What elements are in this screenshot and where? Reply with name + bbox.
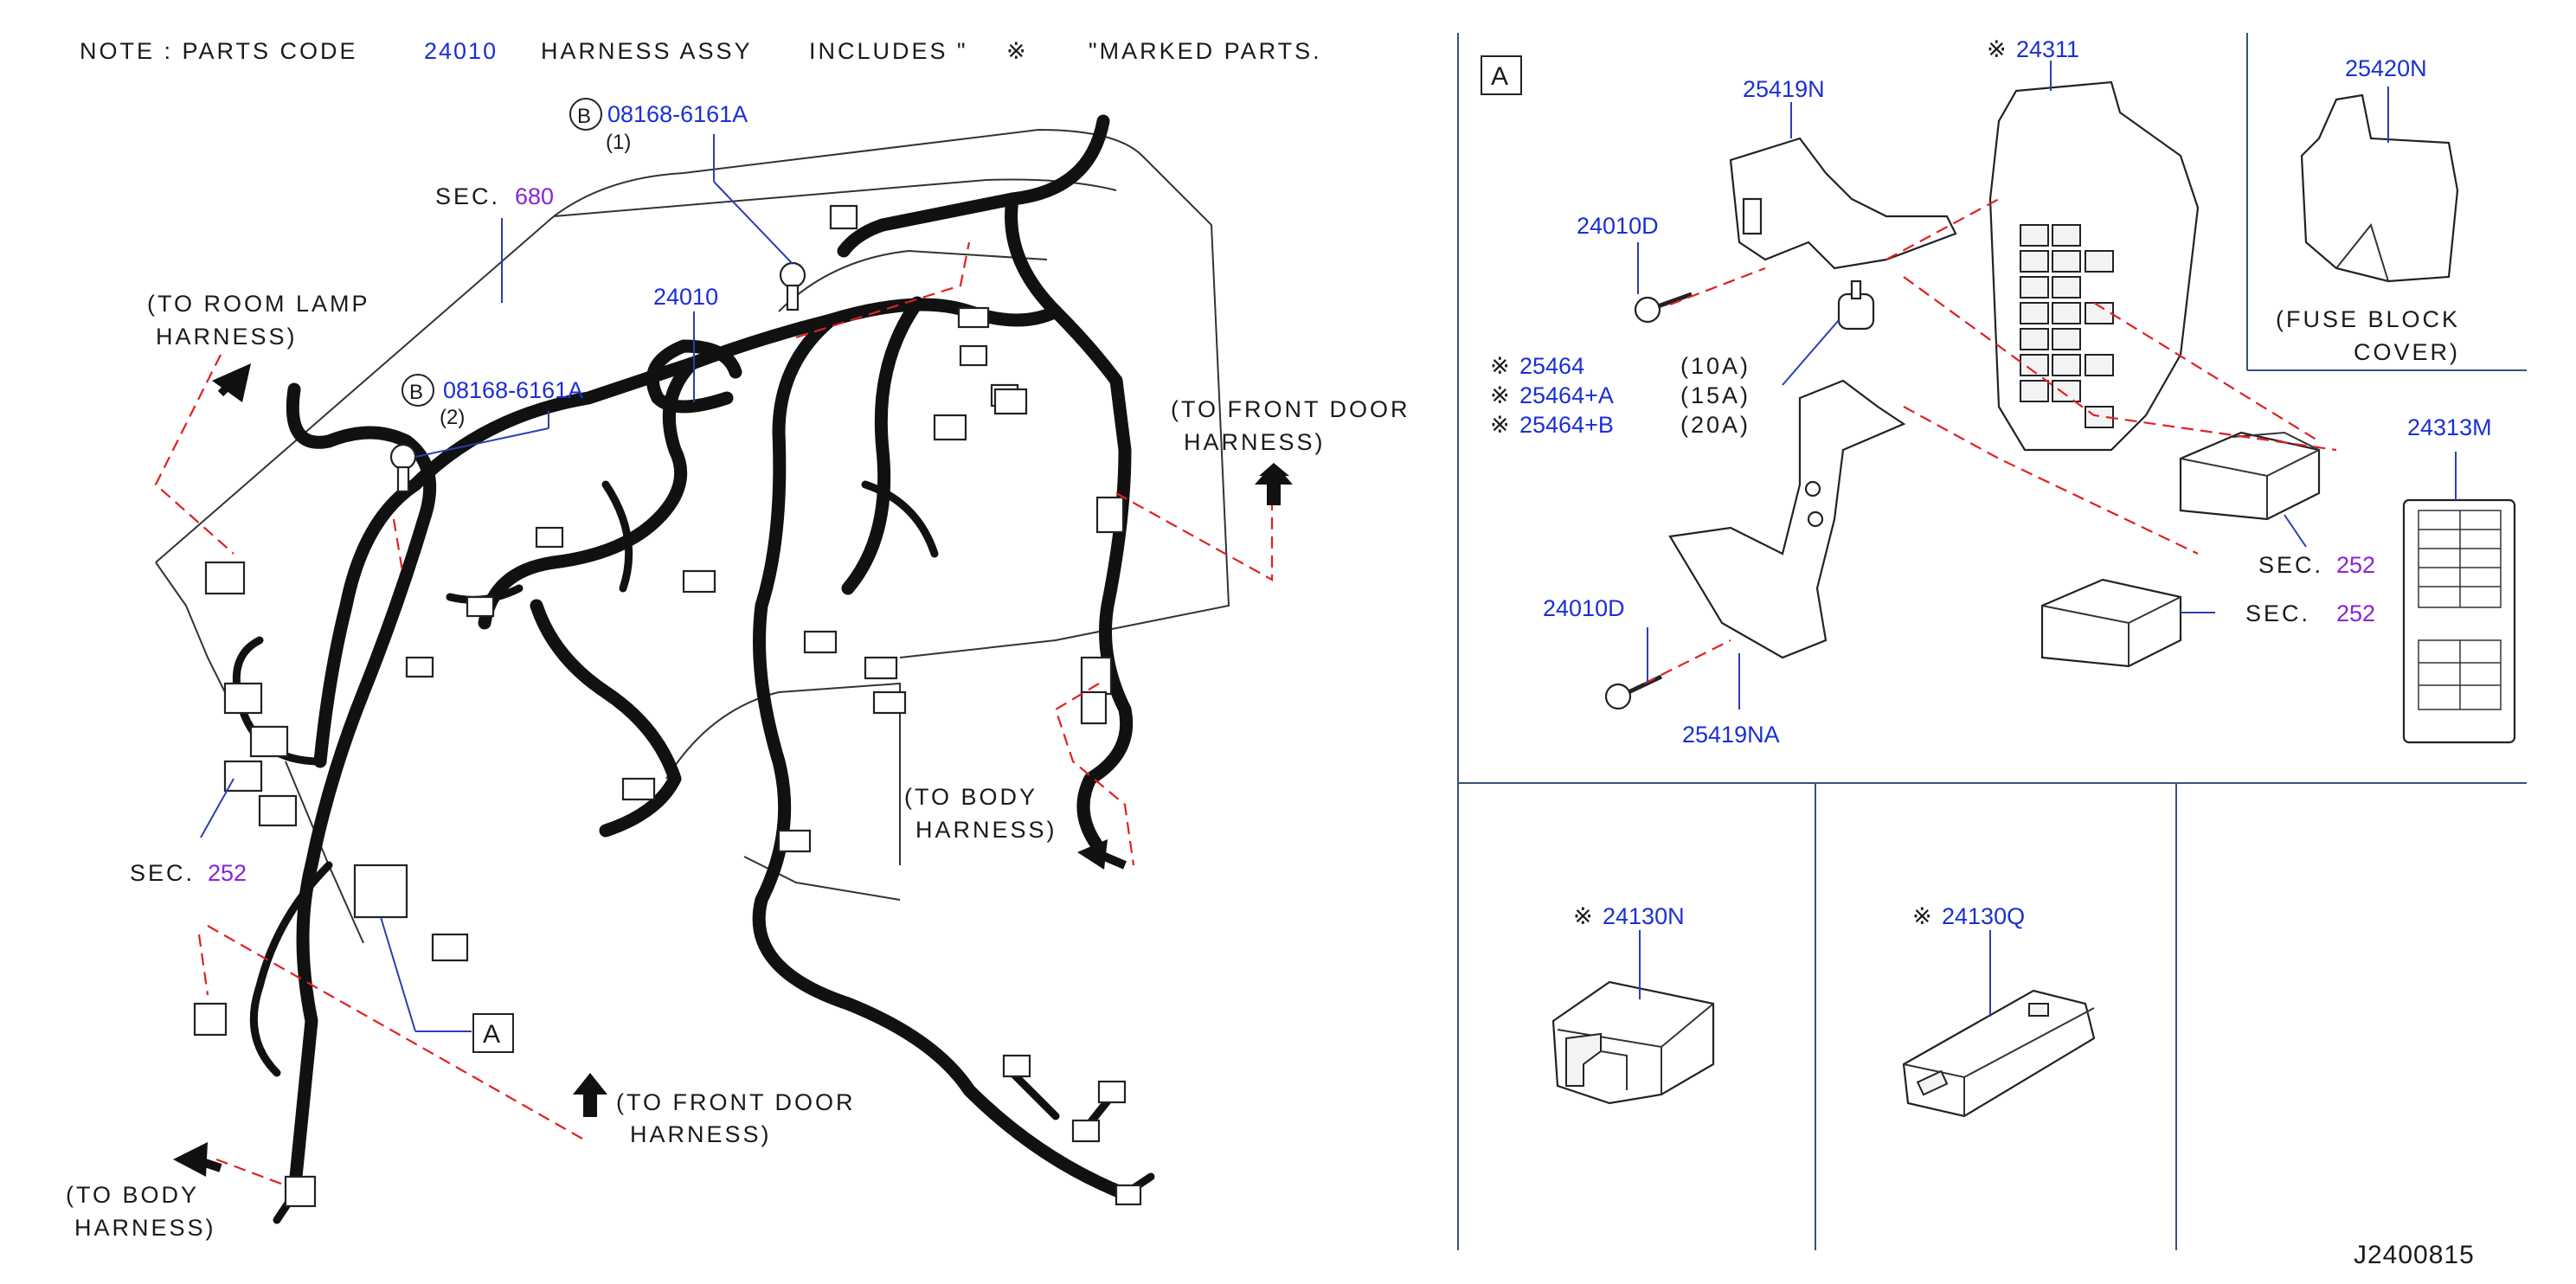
sec252a-prefix: SEC. xyxy=(2258,552,2323,578)
front-door-top-line2: HARNESS) xyxy=(1184,429,1326,455)
bracket-25419N xyxy=(1729,137,1957,270)
sec252a-num[interactable]: 252 xyxy=(2336,552,2375,578)
view-a-label: A xyxy=(483,1020,503,1049)
frame-lines xyxy=(1457,33,2527,1250)
p24311-mark: ※ xyxy=(1987,36,2009,62)
front-door-top-line1: (TO FRONT DOOR xyxy=(1171,396,1410,422)
p24010D-2-code[interactable]: 24010D xyxy=(1543,595,1625,621)
body-left-line1: (TO BODY xyxy=(66,1182,199,1208)
direction-arrows xyxy=(173,363,1293,1177)
panel-a-tag: A xyxy=(1491,62,1511,91)
panel-a: A xyxy=(1481,36,2516,748)
body-left-line2: HARNESS) xyxy=(74,1215,216,1241)
arrow-body-right xyxy=(1077,839,1127,870)
bolt-2 xyxy=(389,443,417,493)
relay-b xyxy=(2040,578,2182,668)
fuse-cover-line2: COVER) xyxy=(2354,339,2460,365)
cell-24130N: ※ 24130N xyxy=(1551,903,1715,1105)
p24311-code[interactable]: 24311 xyxy=(2016,36,2079,62)
screw-24010D-1 xyxy=(1634,292,1693,324)
fuse-cover-line1: (FUSE BLOCK xyxy=(2276,306,2460,332)
fuse-2-code[interactable]: 25464+B xyxy=(1519,412,1614,438)
p24130Q-code[interactable]: 24130Q xyxy=(1942,903,2025,929)
front-door-bottom-line1: (TO FRONT DOOR xyxy=(616,1089,856,1115)
note-includes: INCLUDES " xyxy=(809,38,968,64)
arrow-front-door-bottom xyxy=(573,1073,607,1117)
bolt2-qty: (2) xyxy=(440,406,465,429)
arrow-body-left xyxy=(173,1142,222,1177)
fuse-1-amp: (15A) xyxy=(1680,382,1751,408)
fuse-block-grid xyxy=(2020,224,2114,428)
arrow-front-door-top xyxy=(1255,463,1293,505)
bolt2-code[interactable]: 08168-6161A xyxy=(443,377,583,403)
sec252-num[interactable]: 252 xyxy=(208,860,247,886)
fuse-2-amp: (20A) xyxy=(1680,412,1751,438)
bolt-1 xyxy=(779,261,806,311)
relay-a xyxy=(2179,431,2321,521)
note-line: NOTE : PARTS CODE 24010 HARNESS ASSY INC… xyxy=(80,38,1322,64)
p24130Q-mark: ※ xyxy=(1912,903,1935,929)
instrument-panel-outline xyxy=(155,128,1230,944)
bolt1-code[interactable]: 08168-6161A xyxy=(607,101,748,127)
note-prefix: NOTE : PARTS CODE xyxy=(80,38,358,64)
harness-code[interactable]: 24010 xyxy=(653,284,718,310)
fuse-0-mark: ※ xyxy=(1490,353,1513,379)
arrow-room-lamp xyxy=(212,363,251,402)
p24010D-1-code[interactable]: 24010D xyxy=(1577,213,1659,239)
fuse-1-code[interactable]: 25464+A xyxy=(1519,382,1614,408)
bracket-25419NA xyxy=(1668,379,1906,659)
p25420N-code[interactable]: 25420N xyxy=(2345,55,2427,81)
bolt1-qty: (1) xyxy=(606,131,631,154)
screw-24010D-2 xyxy=(1604,674,1663,710)
p24313M-code[interactable]: 24313M xyxy=(2407,414,2492,440)
cell-24130Q: ※ 24130Q xyxy=(1902,903,2096,1118)
left-leaders xyxy=(200,134,793,1032)
harness-connectors xyxy=(193,204,1142,1208)
p25419N-code[interactable]: 25419N xyxy=(1743,76,1825,102)
note-mark: ※ xyxy=(1006,38,1029,64)
fuse-0-amp: (10A) xyxy=(1680,353,1751,379)
bolt1-circle: B xyxy=(577,105,591,128)
panel-a-tag-box xyxy=(1481,55,1522,95)
body-right-line2: HARNESS) xyxy=(915,817,1057,843)
room-lamp-line2: HARNESS) xyxy=(156,324,298,350)
view-a-box[interactable] xyxy=(472,1013,514,1053)
fuse-1-mark: ※ xyxy=(1490,382,1513,408)
sec680-num[interactable]: 680 xyxy=(515,183,554,209)
bolt2-circle: B xyxy=(409,381,423,404)
sec680-prefix: SEC. xyxy=(435,183,500,209)
left-labels: B 08168-6161A (1) B 08168-6161A (2) SEC.… xyxy=(66,98,1410,1241)
label-sheet-24313M xyxy=(2402,498,2516,744)
sec252b-prefix: SEC. xyxy=(2245,600,2310,626)
p24130N-code[interactable]: 24130N xyxy=(1603,903,1685,929)
body-right-line1: (TO BODY xyxy=(904,784,1037,810)
fuse-2-mark: ※ xyxy=(1490,412,1513,438)
sec252b-num[interactable]: 252 xyxy=(2336,600,2375,626)
note-code[interactable]: 24010 xyxy=(424,38,498,64)
fuse-25464 xyxy=(1837,279,1875,331)
fuse-block-24311 xyxy=(1988,80,2200,452)
sec252-prefix: SEC. xyxy=(130,860,195,886)
note-suffix: "MARKED PARTS. xyxy=(1089,38,1322,64)
drawing-id: J2400815 xyxy=(2354,1241,2475,1269)
harness-dashed-guides xyxy=(154,241,1274,1187)
fuse-0-code[interactable]: 25464 xyxy=(1519,353,1584,379)
room-lamp-line1: (TO ROOM LAMP xyxy=(147,291,370,317)
note-middle: HARNESS ASSY xyxy=(541,38,753,64)
p25419NA-code[interactable]: 25419NA xyxy=(1682,722,1780,748)
front-door-bottom-line2: HARNESS) xyxy=(630,1121,772,1147)
p24130N-mark: ※ xyxy=(1573,903,1596,929)
fuse-block-cover xyxy=(2300,93,2459,283)
